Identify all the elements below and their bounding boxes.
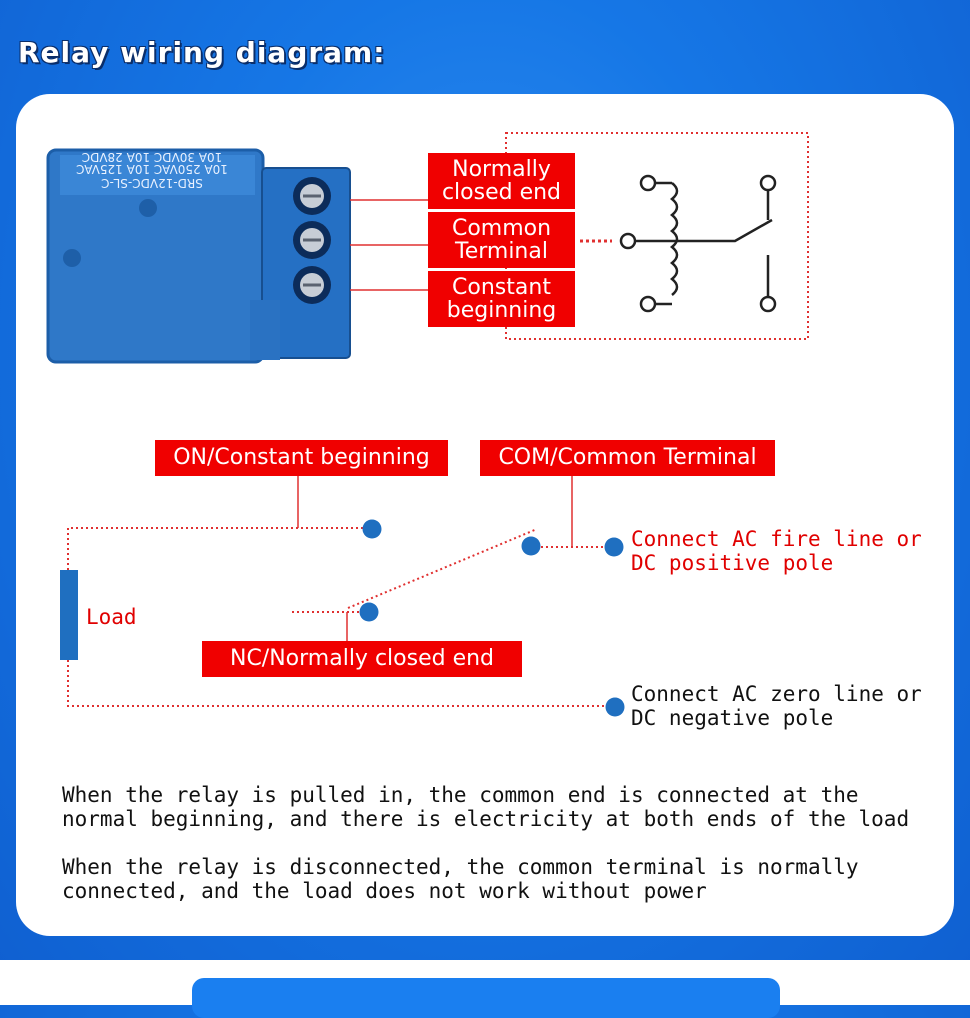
relay-rating-text-1: 10A 250VAC 10A 125VAC [76, 162, 228, 176]
label-normally-closed-line-2: closed end [441, 180, 562, 205]
load-label: Load [86, 605, 137, 629]
relay-image: SRD-12VDC-SL-C 10A 250VAC 10A 125VAC 10A… [46, 148, 351, 364]
terminal-leader-lines [350, 199, 428, 291]
circuit-diagram [60, 475, 625, 717]
note-disconnected-line-2: connected, and the load does not work wi… [62, 879, 707, 903]
on-contact-dot [362, 519, 382, 539]
label-normally-closed-end: Normally closed end [428, 153, 575, 209]
note-disconnected: When the relay is disconnected, the comm… [62, 855, 859, 903]
label-constant-line-1: Constant [452, 275, 551, 300]
label-constant-line-2: beginning [446, 298, 557, 323]
label-normally-closed-line-1: Normally [452, 157, 551, 182]
label-common-line-1: Common [451, 216, 552, 241]
relay-model-text: SRD-12VDC-SL-C [101, 176, 203, 190]
screw-terminal-2 [293, 221, 331, 259]
note-disconnected-line-1: When the relay is disconnected, the comm… [62, 855, 859, 879]
nc-contact-dot [359, 602, 379, 622]
ac-fire-line-text: Connect AC fire line or DC positive pole [631, 527, 922, 575]
screw-terminal-1 [293, 177, 331, 215]
relay-rating-text-2: 10A 30VDC 10A 28VDC [82, 150, 223, 164]
label-common-line-2: Terminal [455, 239, 548, 264]
schematic-box [505, 132, 809, 340]
label-constant-beginning: Constant beginning [428, 271, 575, 327]
label-common-terminal: Common Terminal [428, 212, 575, 268]
zero-line-dot [605, 697, 625, 717]
label-com-common-terminal: COM/Common Terminal [480, 440, 775, 476]
label-nc-normally-closed-end: NC/Normally closed end [202, 641, 522, 677]
ac-zero-line-2: DC negative pole [631, 706, 834, 730]
load-element [60, 570, 78, 660]
relay-schematic-symbol [619, 174, 777, 313]
ac-zero-line-text: Connect AC zero line or DC negative pole [631, 682, 922, 730]
note-pulled-in-line-1: When the relay is pulled in, the common … [62, 783, 859, 807]
com-contact-dot [521, 536, 541, 556]
next-section-bar [192, 978, 780, 1018]
page-title: Relay wiring diagram: [18, 36, 386, 69]
screw-terminal-3 [293, 266, 331, 304]
ac-fire-line-2: DC positive pole [631, 551, 834, 575]
ac-zero-line-1: Connect AC zero line or [631, 682, 922, 706]
label-on-constant-beginning: ON/Constant beginning [155, 440, 448, 476]
note-pulled-in-line-2: normal beginning, and there is electrici… [62, 807, 910, 831]
note-pulled-in: When the relay is pulled in, the common … [62, 783, 909, 831]
fire-line-dot [604, 537, 624, 557]
wiring-graphics: SRD-12VDC-SL-C 10A 250VAC 10A 125VAC 10A… [46, 132, 809, 717]
ac-fire-line-1: Connect AC fire line or [631, 527, 922, 551]
